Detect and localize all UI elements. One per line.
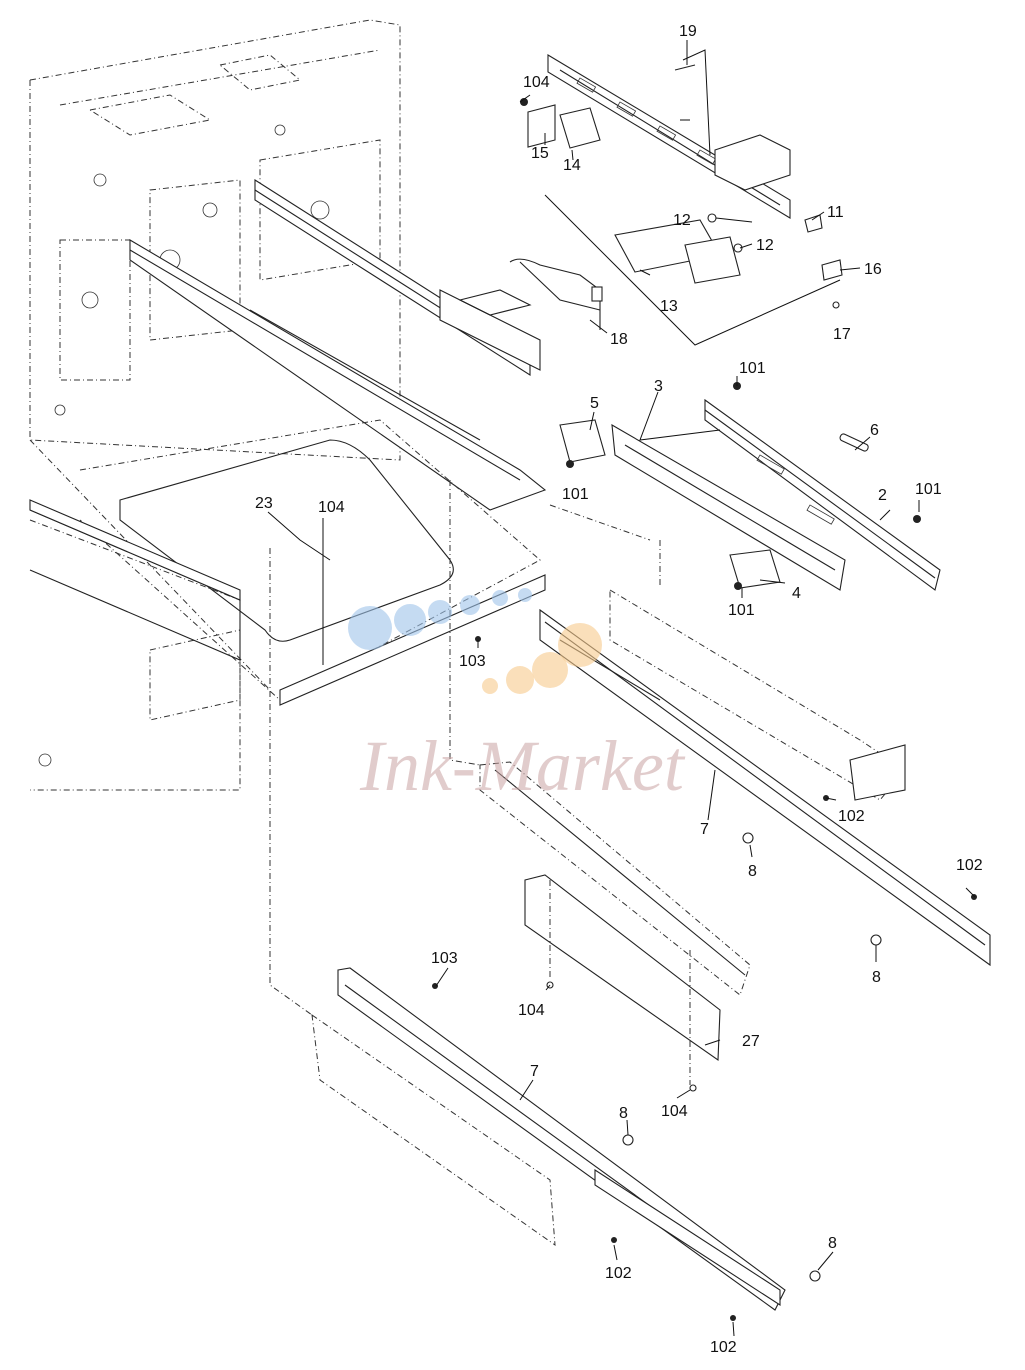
callout-12: 12 xyxy=(756,237,774,254)
callout-104: 104 xyxy=(518,1002,545,1019)
callout-7: 7 xyxy=(530,1063,539,1080)
callout-labels: 19 104 15 14 11 12 12 16 13 17 18 101 3 … xyxy=(255,23,983,1356)
callout-13: 13 xyxy=(660,298,678,315)
top-right-subassembly xyxy=(509,54,843,346)
callout-5: 5 xyxy=(590,395,599,412)
lower-side-plate xyxy=(311,967,821,1321)
callout-101: 101 xyxy=(915,481,942,498)
callout-104: 104 xyxy=(523,74,550,91)
callout-23: 23 xyxy=(255,495,273,512)
callout-102: 102 xyxy=(956,857,983,874)
callout-15: 15 xyxy=(531,145,549,162)
callout-14: 14 xyxy=(563,157,581,174)
callout-102: 102 xyxy=(605,1265,632,1282)
callout-101: 101 xyxy=(728,602,755,619)
callout-11: 11 xyxy=(827,204,844,221)
callout-6: 6 xyxy=(870,422,879,439)
watermark-text: Ink-Market xyxy=(359,726,686,806)
center-plate xyxy=(479,761,751,1092)
right-tray-body xyxy=(475,589,991,967)
callout-18: 18 xyxy=(610,331,628,348)
callout-8: 8 xyxy=(828,1235,837,1252)
callout-103: 103 xyxy=(459,653,486,670)
callout-104: 104 xyxy=(318,499,345,516)
callout-102: 102 xyxy=(710,1339,737,1356)
callout-19: 19 xyxy=(679,23,697,40)
callout-101: 101 xyxy=(562,486,589,503)
callout-102: 102 xyxy=(838,808,865,825)
callout-3: 3 xyxy=(654,378,663,395)
callout-7: 7 xyxy=(700,821,709,838)
callout-8: 8 xyxy=(748,863,757,880)
watermark: Ink-Market xyxy=(348,588,686,806)
callout-27: 27 xyxy=(742,1033,760,1050)
callout-17: 17 xyxy=(833,326,851,343)
leader-lines xyxy=(267,40,976,1337)
right-rail-assembly xyxy=(559,382,941,591)
callout-8: 8 xyxy=(619,1105,628,1122)
callout-101: 101 xyxy=(739,360,766,377)
callout-103: 103 xyxy=(431,950,458,967)
callout-104: 104 xyxy=(661,1103,688,1120)
callout-8: 8 xyxy=(872,969,881,986)
callout-4: 4 xyxy=(792,585,801,602)
upper-rail-assembly xyxy=(129,178,547,511)
callout-12: 12 xyxy=(673,212,691,229)
callout-16: 16 xyxy=(864,261,882,278)
callout-2: 2 xyxy=(878,487,887,504)
